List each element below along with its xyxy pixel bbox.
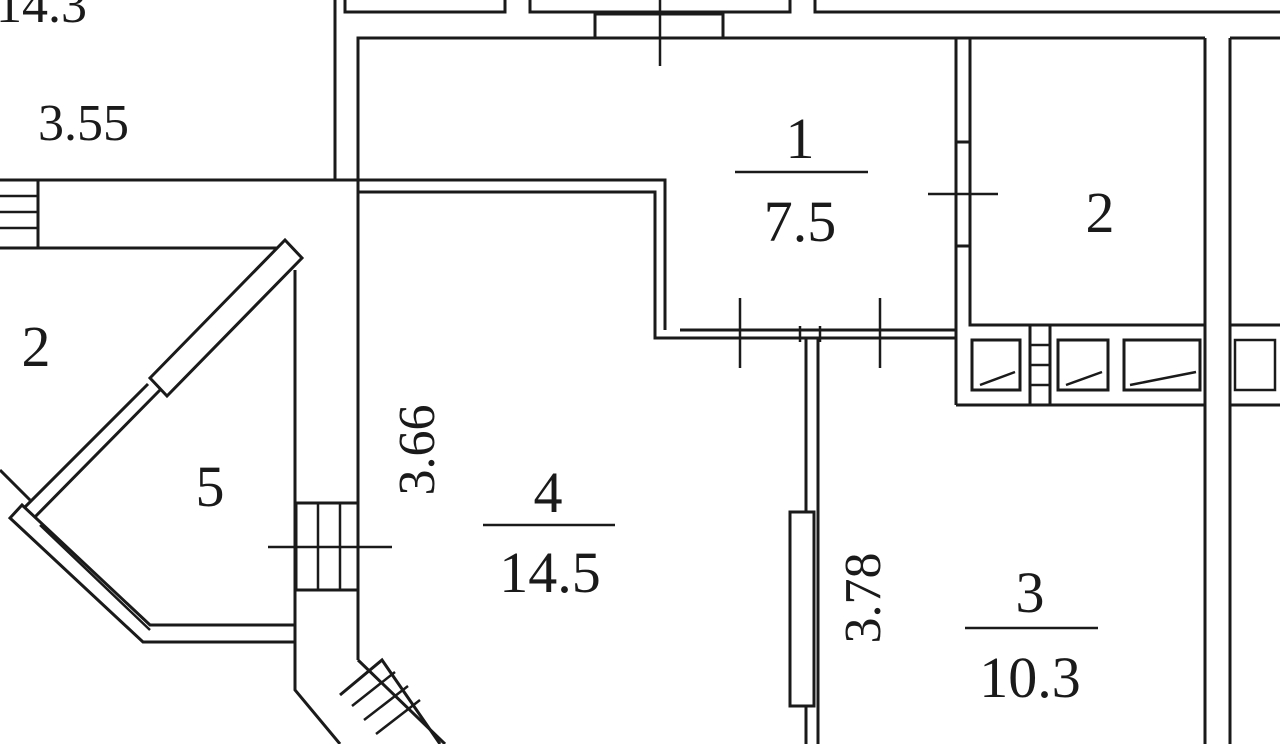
room-3-door [788,510,816,708]
room-4-label: 4 14.5 [483,460,615,605]
room-3-walls [788,338,820,744]
room-2-right-number: 2 [1086,180,1115,245]
room-3-number: 3 [1016,560,1045,625]
room-2-right-label: 2 [1086,180,1115,245]
room-5-label: 5 [196,454,225,519]
room-1-walls [358,178,955,368]
room-2-right-walls [928,38,1280,744]
room-2-left-label: 2 [22,314,51,379]
room-5-number: 5 [196,454,225,519]
dimension-wall-4: 3.66 [389,405,446,496]
room-4-number: 4 [534,460,563,525]
room-4-area: 14.5 [499,540,601,605]
balcony-door [268,501,392,592]
dimension-wall-3: 3.78 [835,553,892,644]
room-3-label: 3 10.3 [965,560,1098,710]
top-walls [333,0,1280,180]
room-2-left-number: 2 [22,314,51,379]
dimension-top-left: 14.3 [0,0,87,34]
room-1-area: 7.5 [764,189,837,254]
dimension-left-width: 3.55 [38,95,129,152]
room-1-number: 1 [786,106,815,171]
dimension-labels: 14.3 3.55 3.66 3.78 [0,0,892,644]
room-1-label: 1 7.5 [735,106,868,254]
room-3-area: 10.3 [979,645,1081,710]
room-5-walls [0,178,358,644]
